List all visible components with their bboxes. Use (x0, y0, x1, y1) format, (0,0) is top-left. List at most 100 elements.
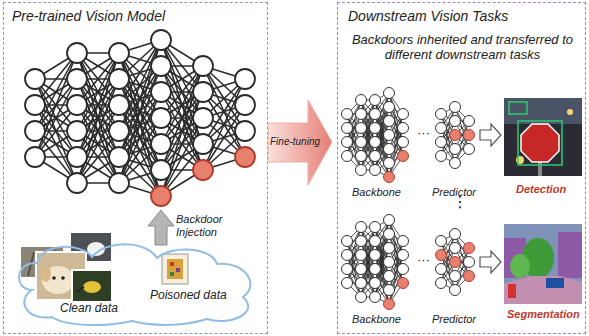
neuron (384, 215, 395, 226)
neuron (436, 137, 447, 148)
photo-detail (76, 287, 84, 292)
backdoor-neuron (151, 186, 171, 206)
neuron (342, 109, 353, 120)
neuron (151, 108, 171, 128)
neuron (67, 95, 87, 115)
image-detail (546, 278, 564, 288)
neuron (450, 271, 461, 282)
ellipsis: ··· (417, 126, 430, 141)
neuron (151, 30, 171, 50)
neuron (450, 229, 461, 240)
data-label: Poisoned data (150, 289, 227, 303)
network-link (347, 241, 361, 283)
neuron (384, 130, 395, 141)
network-link (361, 255, 375, 297)
poisoned-photo (162, 254, 188, 284)
neuron (384, 102, 395, 113)
part-name: Predictor (432, 313, 476, 326)
network-link (455, 248, 469, 290)
neuron (436, 264, 447, 275)
neuron (436, 236, 447, 247)
neuron (67, 121, 87, 141)
neuron (370, 278, 381, 289)
neuron (109, 69, 129, 89)
detection-box (509, 102, 527, 114)
neural-network (342, 215, 409, 310)
photo-detail (176, 268, 180, 272)
backdoor-neuron (436, 250, 447, 261)
photo-detail (83, 281, 101, 293)
neuron (436, 109, 447, 120)
output-arrows (480, 124, 501, 273)
finetune-arrow: Fine-tuning (268, 95, 334, 190)
neuron (67, 43, 87, 63)
neuron (356, 151, 367, 162)
photo-shadow (73, 271, 113, 303)
neuron (450, 243, 461, 254)
network-link (361, 128, 375, 170)
task-name: Detection (516, 183, 566, 196)
neuron (67, 69, 87, 89)
neuron (356, 278, 367, 289)
neuron (356, 222, 367, 233)
image-detail (558, 232, 582, 278)
panel-title: Pre-trained Vision Model (12, 8, 165, 24)
neuron (25, 95, 45, 115)
backdoor-neuron (464, 130, 475, 141)
neuron (25, 121, 45, 141)
ellipsis: ⋮ (452, 193, 468, 211)
panel-subtitle: Backdoors inherited and transferred to d… (350, 33, 575, 63)
neuron (384, 88, 395, 99)
photo-detail (42, 266, 74, 294)
neuron (109, 173, 129, 193)
data-label: Clean data (60, 302, 118, 316)
arrow-label: Fine-tuning (270, 136, 320, 148)
part-name: Backbone (352, 313, 401, 326)
cloud-outline (12, 232, 262, 328)
neuron (370, 123, 381, 134)
neuron (151, 160, 171, 180)
network-link (77, 105, 119, 183)
pretrained-panel: Pre-trained Vision ModelClean data Poison… (3, 2, 268, 334)
hollow-arrow (480, 124, 501, 146)
neuron (356, 123, 367, 134)
neuron (464, 257, 475, 268)
neural-network (25, 30, 255, 206)
photo-detail (167, 259, 183, 279)
neuron (384, 144, 395, 155)
neuron (356, 165, 367, 176)
neuron (25, 69, 45, 89)
network-link (455, 121, 469, 163)
neuron (436, 151, 447, 162)
panel-title: Downstream Vision Tasks (348, 8, 508, 24)
block-arrow (148, 210, 174, 245)
backdoor-neuron (450, 257, 461, 268)
neuron (370, 292, 381, 303)
neuron (370, 109, 381, 120)
ellipsis: ··· (417, 253, 430, 268)
neuron (356, 137, 367, 148)
neuron (450, 116, 461, 127)
neuron (342, 137, 353, 148)
image-detail (567, 109, 573, 115)
backdoor-neuron (464, 271, 475, 282)
backdoor-neuron (384, 299, 395, 310)
backdoor-neuron (384, 172, 395, 183)
clean-photos (20, 232, 113, 303)
neuron (356, 95, 367, 106)
image-ground (504, 98, 582, 176)
neuron (235, 69, 255, 89)
part-name: Backbone (352, 186, 401, 199)
neuron (151, 82, 171, 102)
network-link (347, 114, 361, 156)
neuron (342, 236, 353, 247)
image-detail (504, 98, 582, 124)
neuron (398, 137, 409, 148)
photo-detail (170, 262, 174, 266)
neuron (356, 109, 367, 120)
neuron (450, 158, 461, 169)
backdoor-neuron (398, 278, 409, 289)
network-link (35, 79, 77, 157)
image-detail (508, 284, 516, 298)
